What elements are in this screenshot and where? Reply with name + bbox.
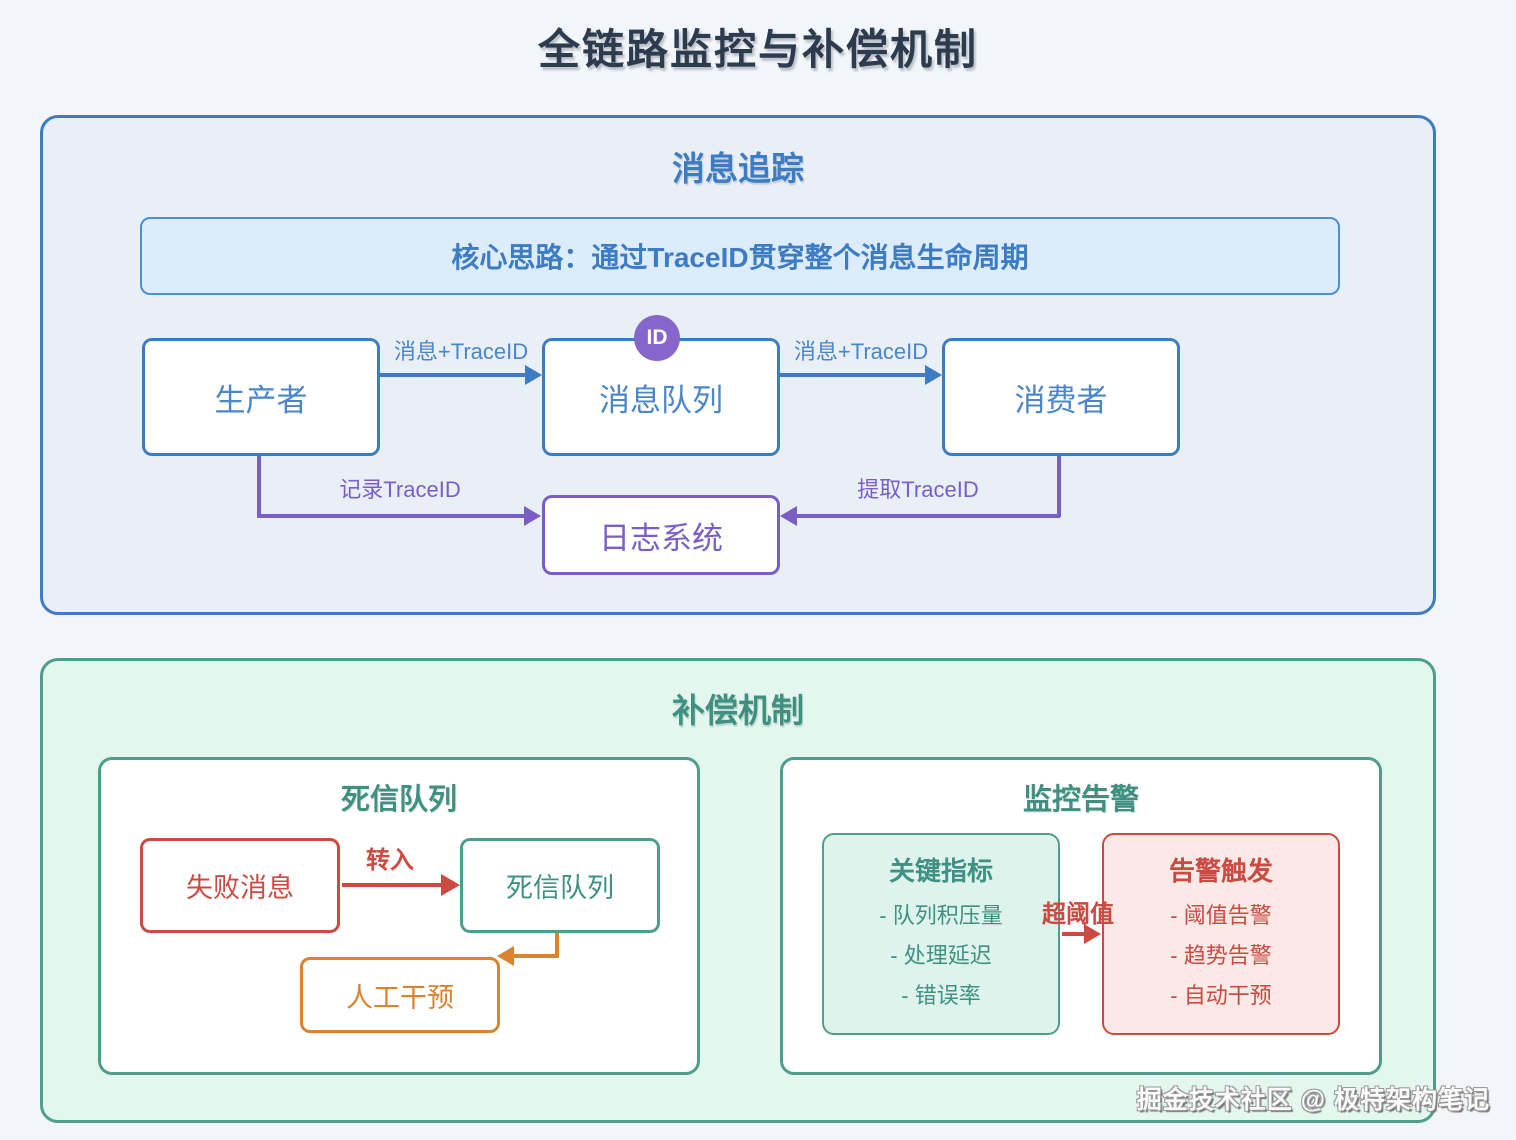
producer-log-hline: [257, 514, 525, 518]
tracing-panel-title: 消息追踪: [672, 150, 804, 187]
dlq-manual-hline: [513, 954, 558, 958]
log-system-node: 日志系统: [542, 495, 780, 575]
alert-item: - 自动干预: [1170, 983, 1272, 1008]
consumer-node: 消费者: [942, 338, 1180, 456]
alert-trigger-title: 告警触发: [1168, 856, 1273, 886]
metric-item: - 错误率: [901, 983, 981, 1008]
key-metrics-card: 关键指标 - 队列积压量 - 处理延迟 - 错误率: [822, 833, 1060, 1035]
consumer-log-arrowhead-icon: [780, 506, 797, 526]
watermark: 掘金技术社区 @ 极特架构笔记: [1136, 1086, 1490, 1114]
monitoring-subpanel-title: 监控告警: [1022, 784, 1139, 816]
manual-intervention-node: 人工干预: [300, 957, 500, 1033]
dead-letter-subpanel-title: 死信队列: [340, 784, 457, 816]
failed-dlq-arrow-label: 转入: [366, 847, 414, 874]
compensation-panel-title: 补偿机制: [672, 692, 804, 729]
queue-consumer-arrow-label: 消息+TraceID: [793, 339, 929, 364]
alert-item: - 阈值告警: [1170, 903, 1272, 928]
alert-trigger-card: 告警触发 - 阈值告警 - 趋势告警 - 自动干预: [1102, 833, 1340, 1035]
producer-node: 生产者: [142, 338, 380, 456]
producer-log-vline: [257, 456, 261, 517]
core-idea-callout: 核心思路：通过TraceID贯穿整个消息生命周期: [140, 217, 1340, 295]
metric-item: - 队列积压量: [879, 903, 1003, 928]
consumer-log-vline: [1057, 456, 1061, 517]
queue-consumer-arrow-line: [780, 373, 926, 377]
queue-consumer-arrowhead-icon: [925, 365, 942, 385]
producer-log-arrowhead-icon: [524, 506, 541, 526]
dlq-manual-vline: [555, 933, 559, 958]
alert-item: - 趋势告警: [1170, 943, 1272, 968]
trace-id-badge: ID: [634, 315, 680, 361]
producer-queue-arrow-line: [380, 373, 526, 377]
producer-queue-arrow-label: 消息+TraceID: [393, 339, 529, 364]
threshold-arrow-label: 超阈值: [1042, 901, 1114, 928]
failed-dlq-arrow-line: [342, 883, 442, 887]
producer-log-arrow-label: 记录TraceID: [339, 477, 461, 502]
page-title: 全链路监控与补偿机制: [537, 26, 978, 73]
consumer-log-hline: [797, 514, 1060, 518]
key-metrics-title: 关键指标: [888, 856, 993, 886]
metric-item: - 处理延迟: [890, 943, 992, 968]
threshold-arrowhead-icon: [1084, 924, 1101, 944]
threshold-arrow-line: [1062, 932, 1086, 936]
failed-message-node: 失败消息: [140, 838, 340, 933]
failed-dlq-arrowhead-icon: [441, 874, 460, 896]
consumer-log-arrow-label: 提取TraceID: [857, 477, 979, 502]
dlq-manual-arrowhead-icon: [497, 946, 514, 966]
dead-letter-queue-node: 死信队列: [460, 838, 660, 933]
producer-queue-arrowhead-icon: [525, 365, 542, 385]
